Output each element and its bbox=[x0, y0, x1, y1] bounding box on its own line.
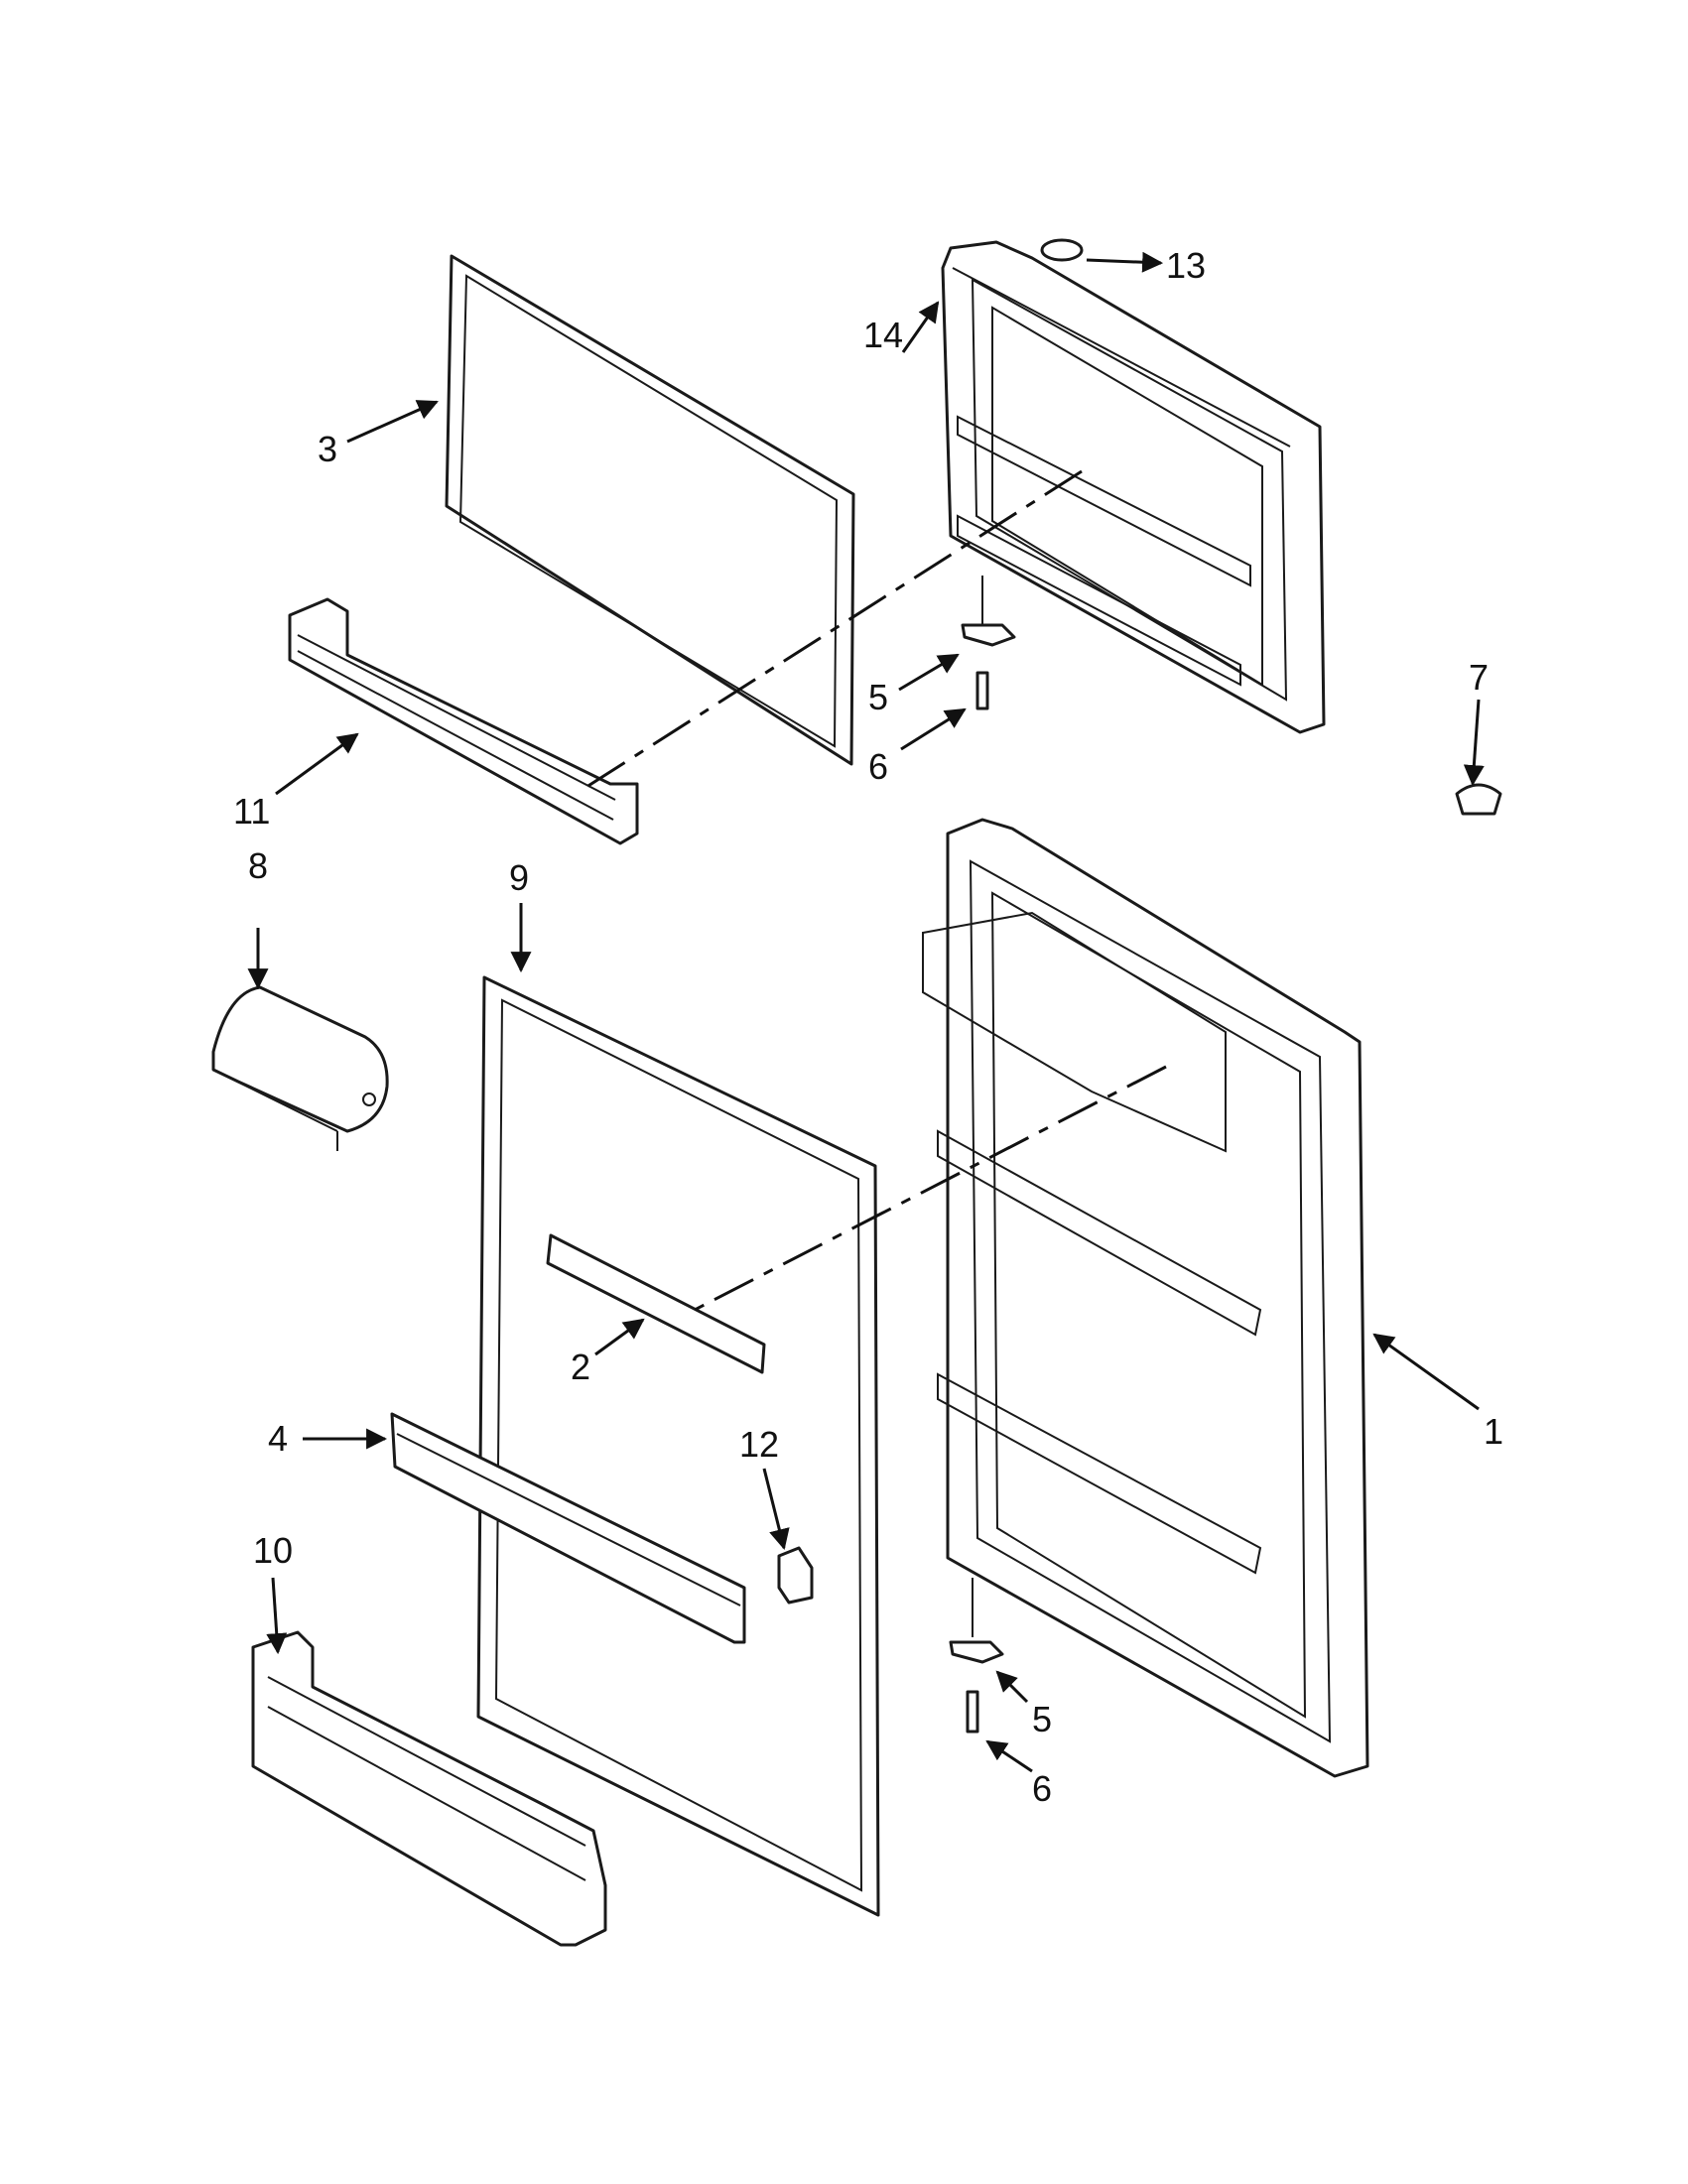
door-trim-2 bbox=[546, 1233, 766, 1374]
assembly-lines bbox=[583, 469, 1167, 1312]
callout-6-lower: 6 bbox=[1032, 1768, 1052, 1809]
callout-5-lower: 5 bbox=[1032, 1699, 1052, 1739]
plug-button bbox=[1455, 783, 1502, 816]
upper-hinge-and-screw bbox=[961, 576, 1016, 710]
callout-13: 13 bbox=[1166, 245, 1206, 286]
callout-leaders bbox=[247, 251, 1485, 1773]
freezer-door-gasket bbox=[445, 254, 855, 766]
fresh-food-door-bin bbox=[251, 1630, 607, 1947]
callout-6-upper: 6 bbox=[868, 746, 888, 787]
callout-8: 8 bbox=[248, 845, 268, 886]
door-plug bbox=[1040, 238, 1084, 262]
callout-14: 14 bbox=[863, 315, 903, 355]
callout-2: 2 bbox=[571, 1347, 590, 1387]
fresh-food-door-gasket bbox=[476, 975, 880, 1917]
callout-1: 1 bbox=[1484, 1411, 1503, 1452]
door-trim-4 bbox=[390, 1412, 746, 1644]
callout-9: 9 bbox=[509, 857, 529, 898]
fresh-food-door bbox=[922, 818, 1369, 1778]
callout-3: 3 bbox=[318, 429, 337, 469]
callout-4: 4 bbox=[268, 1418, 288, 1459]
freezer-door bbox=[941, 240, 1326, 734]
callout-10: 10 bbox=[253, 1530, 293, 1571]
freezer-door-shelf bbox=[288, 597, 639, 845]
callout-12: 12 bbox=[739, 1424, 779, 1465]
callout-5-upper: 5 bbox=[868, 677, 888, 717]
door-clip bbox=[777, 1546, 814, 1605]
callout-7: 7 bbox=[1469, 657, 1489, 698]
dairy-door bbox=[211, 985, 389, 1151]
callout-labels: 1 2 3 4 5 5 6 6 7 8 9 10 11 12 13 14 bbox=[233, 245, 1503, 1809]
lower-hinge-and-screw bbox=[949, 1578, 1004, 1734]
callout-11: 11 bbox=[233, 791, 270, 832]
